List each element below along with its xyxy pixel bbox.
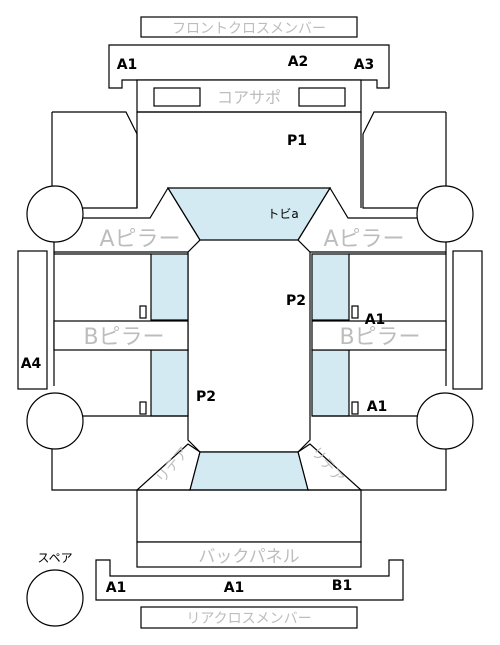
right-side-sill (452, 250, 483, 390)
core-support: コアサポ (136, 79, 362, 113)
front-bracket (108, 44, 390, 89)
right-front-door-handle (351, 305, 359, 319)
left-door-glass-front (150, 253, 189, 321)
rear-right-wheel (416, 392, 474, 450)
left-front-door-handle (139, 305, 147, 319)
a-pillar-left-label: Aピラー (99, 227, 180, 252)
rear-bracket (95, 559, 404, 601)
right-door-glass-front (311, 253, 350, 321)
trunk-area (136, 489, 362, 543)
b-pillar-right-label: Bピラー (339, 325, 420, 350)
left-door-glass-rear (150, 349, 189, 417)
rear-left-wheel (26, 392, 84, 450)
code-a1-rear-left: A1 (106, 580, 127, 596)
code-p2-right: P2 (286, 293, 306, 309)
code-a1-rear-mid: A1 (224, 580, 245, 596)
front-right-wheel (416, 185, 474, 243)
spare-tire: スペア (26, 551, 84, 627)
spare-wheel (26, 569, 84, 627)
code-a4-left: A4 (21, 356, 42, 372)
rear-cross-member: リアクロスメンバー (140, 606, 358, 629)
right-door-glass-rear (311, 349, 350, 417)
left-side-sill (17, 250, 48, 390)
front-left-wheel (26, 185, 84, 243)
code-a1-right-lower: A1 (367, 399, 388, 415)
code-a1-front-left: A1 (117, 57, 138, 73)
cabin-outline (187, 252, 311, 453)
front-cross-member: フロントクロスメンバー (140, 16, 358, 38)
code-a2-front: A2 (288, 54, 309, 70)
code-p2-left: P2 (196, 389, 216, 405)
windshield-glass (166, 187, 332, 241)
code-b1-rear-right: B1 (332, 578, 352, 594)
windshield-label: トビa (267, 207, 298, 221)
a-pillar-right-label: Aピラー (323, 227, 404, 252)
b-pillar-right: Bピラー (311, 320, 447, 351)
code-p1: P1 (287, 133, 307, 149)
b-pillar-left-label: Bピラー (83, 325, 164, 350)
back-panel: バックパネル (136, 541, 362, 568)
code-a3-front-right: A3 (354, 57, 375, 73)
rear-glass (189, 451, 309, 491)
left-rear-door-handle (139, 401, 147, 415)
spare-label: スペア (37, 551, 72, 565)
code-a1-right-upper: A1 (365, 312, 386, 328)
rear-cross-member-label: リアクロスメンバー (186, 611, 311, 627)
right-rear-door-handle (351, 401, 359, 415)
front-cross-member-label: フロントクロスメンバー (172, 21, 326, 37)
back-panel-label: バックパネル (198, 547, 299, 567)
b-pillar-left: Bピラー (53, 320, 189, 351)
core-support-label: コアサポ (217, 88, 281, 107)
